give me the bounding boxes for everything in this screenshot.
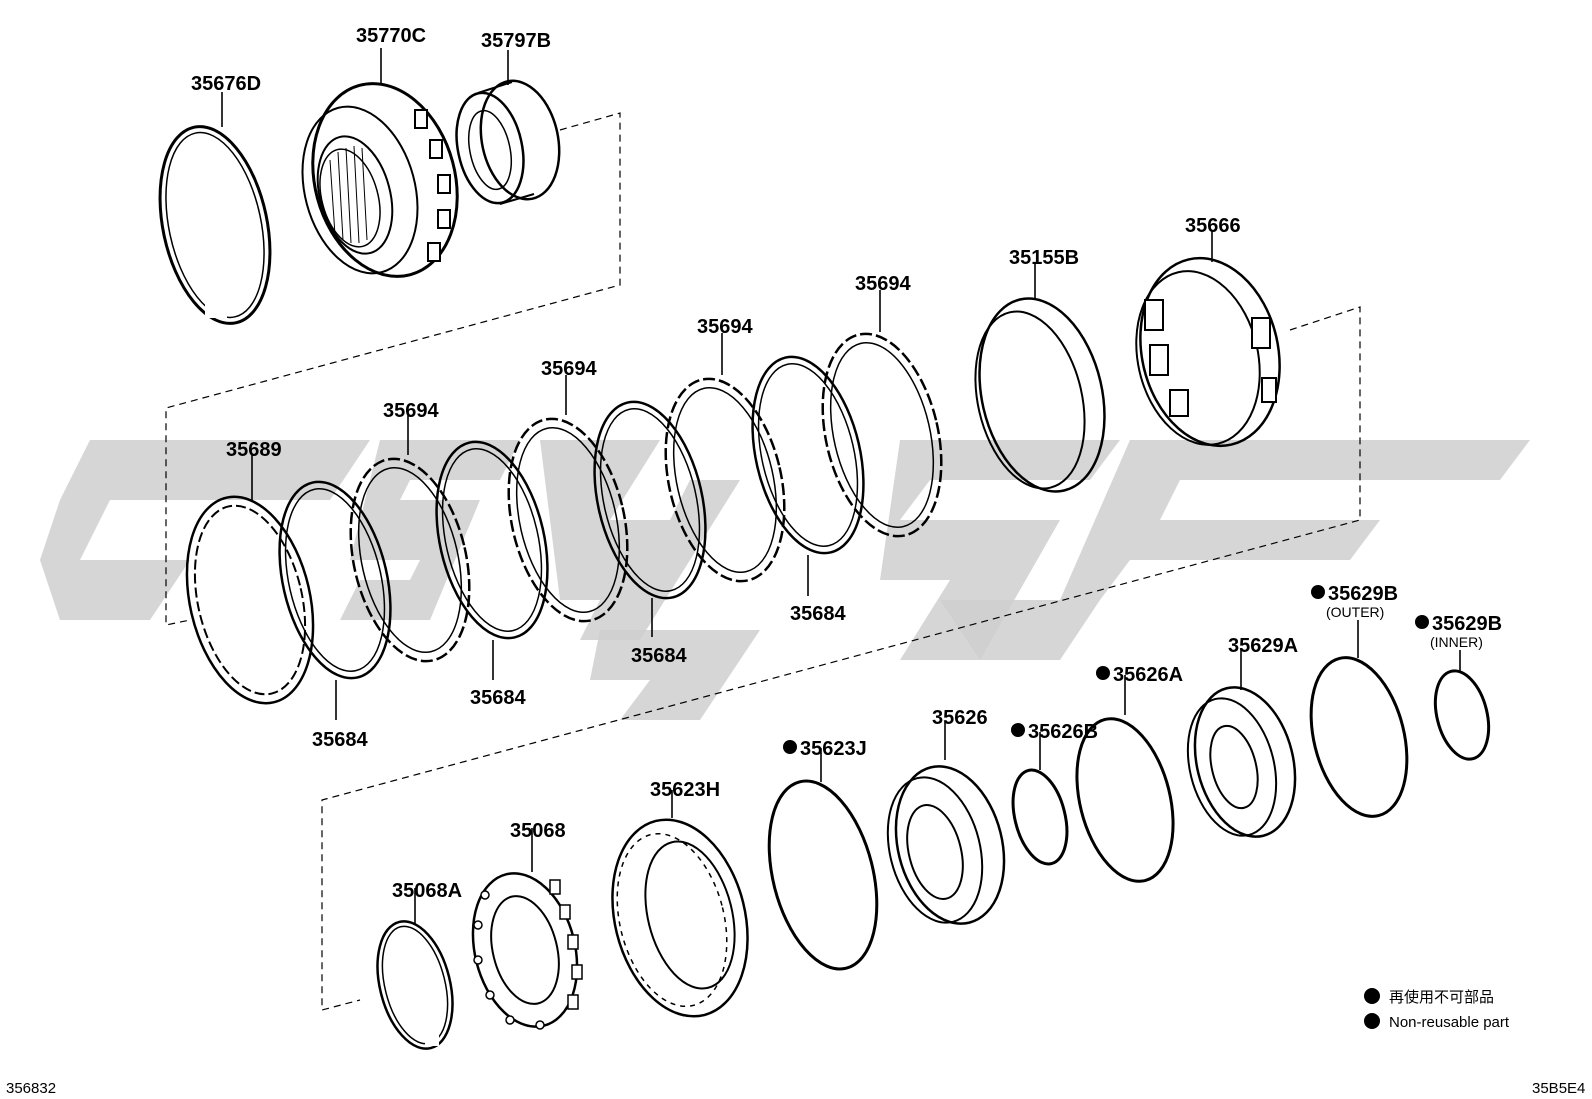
nonreusable-dot-35629B-outer (1311, 585, 1325, 599)
part-35684-disc-2[interactable] (419, 431, 565, 649)
watermark-logo (40, 440, 1530, 720)
assembly-guide-lines (165, 112, 1361, 1011)
part-35770C-clutch-hub[interactable] (285, 67, 478, 293)
part-35689-plate[interactable] (168, 484, 332, 716)
legend-dot-2 (1364, 1013, 1380, 1029)
footer-right-code: 35B5E4 (1532, 1080, 1585, 1097)
part-35666-retainer[interactable] (1120, 244, 1298, 460)
nonreusable-dot-35626A (1096, 666, 1110, 680)
label-35694-4: 35694 (855, 273, 911, 295)
label-35623J: 35623J (800, 738, 867, 760)
part-35626B-o-ring[interactable] (1004, 764, 1076, 869)
part-35623J-o-ring[interactable] (751, 770, 894, 980)
legend-dot-1 (1364, 988, 1380, 1004)
label-35155B: 35155B (1009, 247, 1079, 269)
label-35676D: 35676D (191, 73, 261, 95)
label-35626B: 35626B (1028, 721, 1098, 743)
label-35694-3: 35694 (697, 316, 753, 338)
part-35626-piston[interactable] (873, 755, 1019, 935)
part-35629B-outer-o-ring[interactable] (1296, 648, 1423, 827)
part-35797B-sleeve[interactable] (447, 73, 570, 209)
label-35770C: 35770C (356, 25, 426, 47)
part-35623H-piston[interactable] (593, 805, 768, 1031)
part-35694-disc-2[interactable] (490, 407, 645, 633)
label-35694-1: 35694 (383, 400, 439, 422)
legend: 再使用不可部品 Non-reusable part (1364, 988, 1510, 1031)
label-35684-4: 35684 (790, 603, 846, 625)
label-35629B-outer: 35629B (1328, 583, 1398, 605)
legend-line-1: 再使用不可部品 (1389, 989, 1494, 1006)
part-35676D-snap-ring[interactable] (143, 116, 286, 333)
part-35629B-inner-o-ring[interactable] (1427, 665, 1497, 764)
label-35626A: 35626A (1113, 664, 1183, 686)
footer-left-code: 356832 (6, 1080, 56, 1097)
part-35694-disc-4[interactable] (804, 322, 959, 548)
nonreusable-dot-35629B-inner (1415, 615, 1429, 629)
label-35623H: 35623H (650, 779, 720, 801)
part-35155B-ring[interactable] (959, 286, 1122, 504)
part-35068A-snap-ring[interactable] (365, 913, 464, 1056)
part-35684-disc-3[interactable] (577, 391, 723, 609)
label-35694-2: 35694 (541, 358, 597, 380)
part-35626A-o-ring[interactable] (1061, 709, 1188, 892)
part-35694-disc-1[interactable] (332, 447, 487, 673)
label-35684-2: 35684 (470, 687, 526, 709)
label-35068A: 35068A (392, 880, 462, 902)
label-35666: 35666 (1185, 215, 1241, 237)
label-35689: 35689 (226, 439, 282, 461)
part-35684-disc-1[interactable] (262, 471, 408, 689)
label-35068: 35068 (510, 820, 566, 842)
label-35684-1: 35684 (312, 729, 368, 751)
part-35694-disc-3[interactable] (647, 367, 802, 593)
part-35629A-piston[interactable] (1174, 677, 1310, 848)
label-35684-3: 35684 (631, 645, 687, 667)
label-35797B: 35797B (481, 30, 551, 52)
label-35629B-inner: 35629B (1432, 613, 1502, 635)
label-35629A: 35629A (1228, 635, 1298, 657)
part-35068-spring-assembly[interactable] (458, 862, 593, 1038)
nonreusable-dot-35626B (1011, 723, 1025, 737)
legend-line-2: Non-reusable part (1389, 1014, 1510, 1031)
part-35684-disc-4[interactable] (735, 346, 881, 564)
note-outer: (OUTER) (1326, 604, 1384, 620)
note-inner: (INNER) (1430, 634, 1483, 650)
label-35626: 35626 (932, 707, 988, 729)
nonreusable-dot-35623J (783, 740, 797, 754)
part-labels: 35676D 35770C 35797B 35666 35155B 35694 … (191, 25, 1502, 902)
